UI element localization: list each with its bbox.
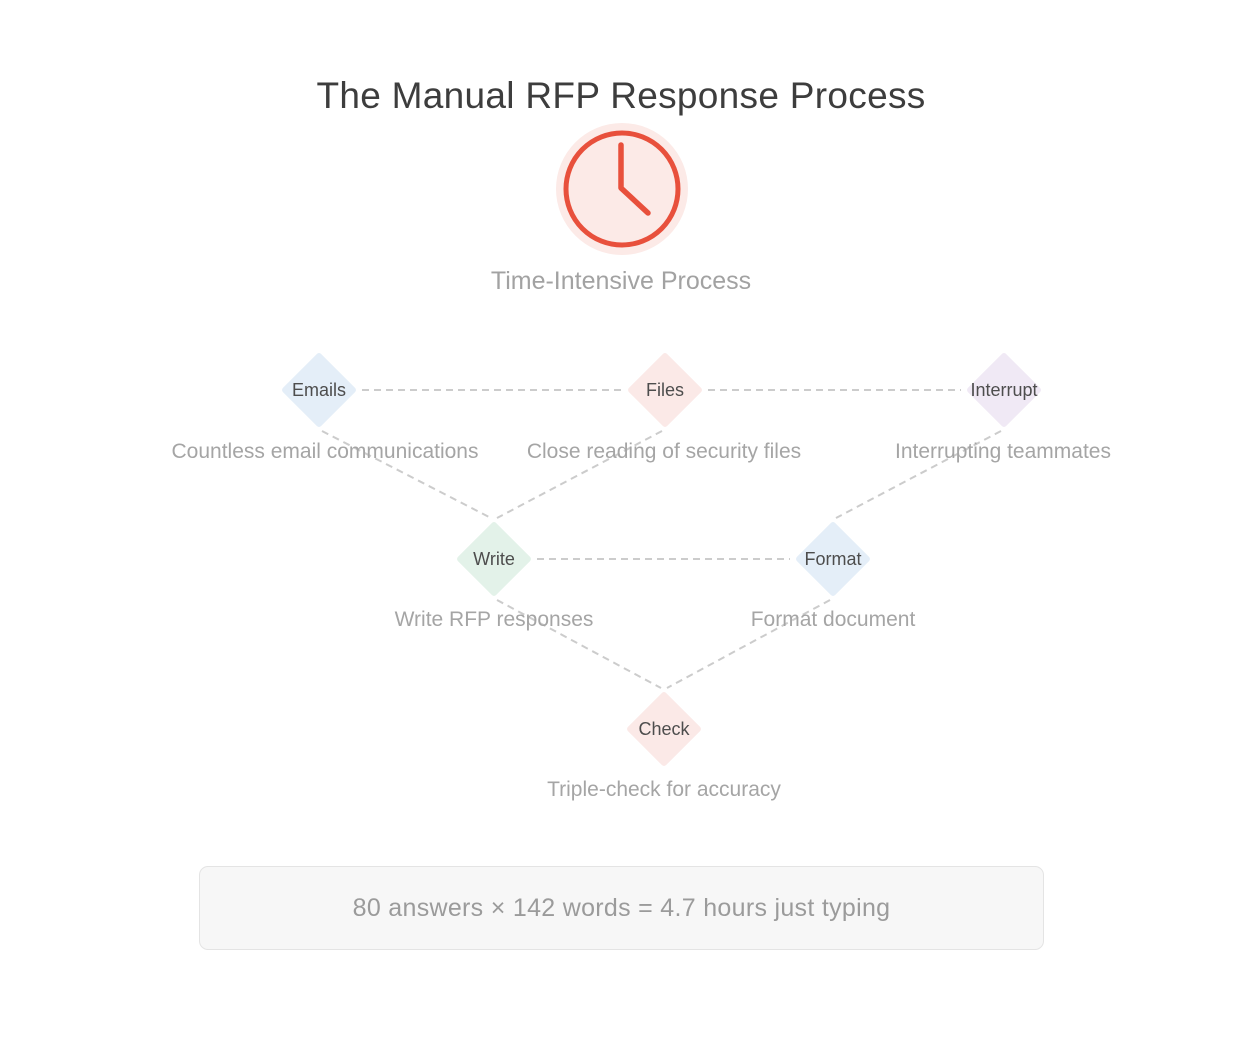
node-emails: Emails xyxy=(229,350,409,430)
node-write-label: Write xyxy=(473,548,515,569)
desc-check: Triple-check for accuracy xyxy=(547,778,781,801)
clock-icon-svg xyxy=(556,123,688,255)
node-interrupt-label: Interrupt xyxy=(970,379,1038,400)
desc-write: Write RFP responses xyxy=(394,608,594,631)
node-check: Check xyxy=(574,689,754,769)
node-emails-label: Emails xyxy=(291,379,346,400)
desc-files: Close reading of security files xyxy=(526,440,802,463)
node-files: Files xyxy=(575,350,755,430)
clock-icon xyxy=(554,121,690,257)
desc-interrupt: Interrupting teammates xyxy=(895,440,1111,463)
summary-text: 80 answers × 142 words = 4.7 hours just … xyxy=(352,893,891,922)
node-format: Format xyxy=(743,519,923,599)
node-check-label: Check xyxy=(638,718,690,739)
clock-hands xyxy=(618,142,651,216)
hero-caption: Time-Intensive Process xyxy=(490,267,752,295)
desc-format: Format document xyxy=(750,608,916,631)
summary-box: 80 answers × 142 words = 4.7 hours just … xyxy=(199,866,1044,950)
node-write: Write xyxy=(404,519,584,599)
desc-emails: Countless email communications xyxy=(171,440,479,463)
node-format-label: Format xyxy=(804,548,862,569)
node-interrupt: Interrupt xyxy=(914,350,1094,430)
clock-ring xyxy=(563,130,681,248)
page-title: The Manual RFP Response Process xyxy=(316,74,926,116)
node-files-label: Files xyxy=(645,379,684,400)
